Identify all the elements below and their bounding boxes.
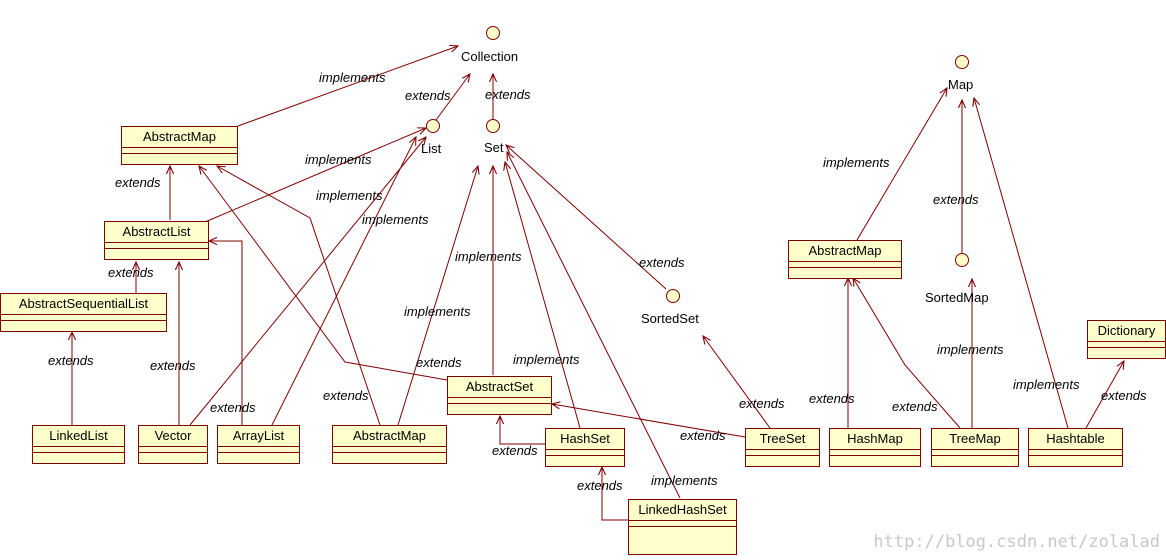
label-extends-hashmap-abstractmap: extends (809, 391, 855, 406)
label-extends-hashtable-dictionary: extends (1101, 388, 1147, 403)
abstractmap-left-name: AbstractMap (122, 127, 237, 148)
watermark: http://blog.csdn.net/zolalad (873, 532, 1160, 552)
linkedhashset-name: LinkedHashSet (629, 500, 736, 521)
label-implements-abstractmap-right-map: implements (823, 155, 890, 170)
edge-treeset-sortedset (703, 336, 771, 429)
list-label: List (421, 141, 442, 156)
label-extends-treemap-abstractmap: extends (892, 399, 938, 414)
label-extends-sortedmap-map: extends (933, 192, 979, 207)
label-extends-sortedset-set: extends (639, 255, 685, 270)
vector-name: Vector (139, 426, 207, 447)
edge-vector-list (189, 137, 426, 426)
edge-linkedhashset-hashset (602, 467, 628, 521)
linkedlist-name: LinkedList (33, 426, 124, 447)
edge-abstractset-abstractmap-left (199, 166, 448, 381)
label-extends-abstractlist-abstractmap: extends (115, 175, 161, 190)
treemap-name: TreeMap (932, 429, 1018, 450)
sortedset-interface-icon[interactable] (666, 289, 680, 303)
label-extends-abstractsequentiallist-abstractlist: extends (108, 265, 154, 280)
label-extends-hashset-abstractset: extends (492, 443, 538, 458)
edge-hashtable-dictionary (1085, 361, 1124, 429)
label-implements-treemap-sortedmap: implements (937, 342, 1004, 357)
sortedmap-label: SortedMap (925, 290, 989, 305)
dictionary-class[interactable]: Dictionary (1087, 320, 1166, 359)
abstractmap-left-class[interactable]: AbstractMap (121, 126, 238, 165)
label-extends-set-collection: extends (485, 87, 531, 102)
edge-arraylist-abstractlist (209, 241, 243, 425)
treeset-class[interactable]: TreeSet (745, 428, 820, 467)
edge-abstractlist-list (204, 128, 426, 223)
hashmap-name: HashMap (830, 429, 920, 450)
label-extends-abstractmap-mid: extends (323, 388, 369, 403)
label-implements-abstractmap-collection: implements (319, 70, 386, 85)
list-interface-icon[interactable] (426, 119, 440, 133)
label-implements-abstractset-set: implements (455, 249, 522, 264)
abstractlist-class[interactable]: AbstractList (104, 221, 209, 260)
edge-hashtable-map (974, 98, 1069, 429)
hashset-name: HashSet (546, 429, 624, 450)
abstractsequentiallist-class[interactable]: AbstractSequentialList (0, 293, 167, 332)
hashmap-class[interactable]: HashMap (829, 428, 921, 467)
label-implements-linkedhashset-set: implements (651, 473, 718, 488)
label-extends-arraylist: extends (210, 400, 256, 415)
abstractlist-name: AbstractList (105, 222, 208, 243)
label-implements-hashset-set: implements (513, 352, 580, 367)
linkedlist-class[interactable]: LinkedList (32, 425, 125, 464)
abstractmap-right-class[interactable]: AbstractMap (788, 240, 902, 279)
edge-abstractmap-right-map (856, 88, 947, 241)
edge-hashset-set (505, 162, 581, 429)
treemap-class[interactable]: TreeMap (931, 428, 1019, 467)
hashtable-class[interactable]: Hashtable (1028, 428, 1123, 467)
label-extends-vector: extends (150, 358, 196, 373)
arraylist-name: ArrayList (218, 426, 299, 447)
dictionary-name: Dictionary (1088, 321, 1165, 342)
label-implements-vector-list: implements (316, 188, 383, 203)
abstractmap-right-name: AbstractMap (789, 241, 901, 262)
sortedset-label: SortedSet (641, 311, 699, 326)
abstractset-class[interactable]: AbstractSet (447, 376, 552, 415)
edge-sortedset-set (506, 145, 667, 290)
hashtable-name: Hashtable (1029, 429, 1122, 450)
set-label: Set (484, 140, 504, 155)
map-label: Map (948, 77, 974, 92)
edge-treeset-abstractset (552, 404, 746, 438)
hashset-class[interactable]: HashSet (545, 428, 625, 467)
vector-class[interactable]: Vector (138, 425, 208, 464)
edge-hashset-abstractset (500, 416, 545, 445)
edge-arraylist-list (271, 137, 416, 426)
collection-interface-icon[interactable] (486, 26, 500, 40)
abstractmap-mid-class[interactable]: AbstractMap (332, 425, 447, 464)
label-extends-linkedhashset-hashset: extends (577, 478, 623, 493)
label-implements-arraylist-list: implements (362, 212, 429, 227)
abstractset-name: AbstractSet (448, 377, 551, 398)
label-implements-abstractlist-list: implements (305, 152, 372, 167)
label-implements-hashtable-map: implements (1013, 377, 1080, 392)
linkedhashset-class[interactable]: LinkedHashSet (628, 499, 737, 555)
label-implements-abstractmap-mid-set: implements (404, 304, 471, 319)
sortedmap-interface-icon[interactable] (955, 253, 969, 267)
treeset-name: TreeSet (746, 429, 819, 450)
edge-abstractmap-mid-set (397, 166, 478, 426)
abstractsequentiallist-name: AbstractSequentialList (1, 294, 166, 315)
label-extends-abstractset-abstractmap: extends (416, 355, 462, 370)
edge-list-collection (435, 74, 470, 121)
arraylist-class[interactable]: ArrayList (217, 425, 300, 464)
label-extends-treeset-abstractset: extends (680, 428, 726, 443)
collection-label: Collection (461, 49, 519, 64)
edge-linkedhashset-set (507, 152, 681, 499)
edge-abstractmap-collection (237, 46, 458, 127)
label-extends-linkedlist: extends (48, 353, 94, 368)
label-extends-list-collection: extends (405, 88, 451, 103)
abstractmap-mid-name: AbstractMap (333, 426, 446, 447)
map-interface-icon[interactable] (955, 55, 969, 69)
set-interface-icon[interactable] (486, 119, 500, 133)
label-extends-treeset-sortedset: extends (739, 396, 785, 411)
edge-abstractmap-mid-abstractmap-left (217, 166, 381, 426)
edge-treemap-abstractmap-right (853, 278, 961, 429)
